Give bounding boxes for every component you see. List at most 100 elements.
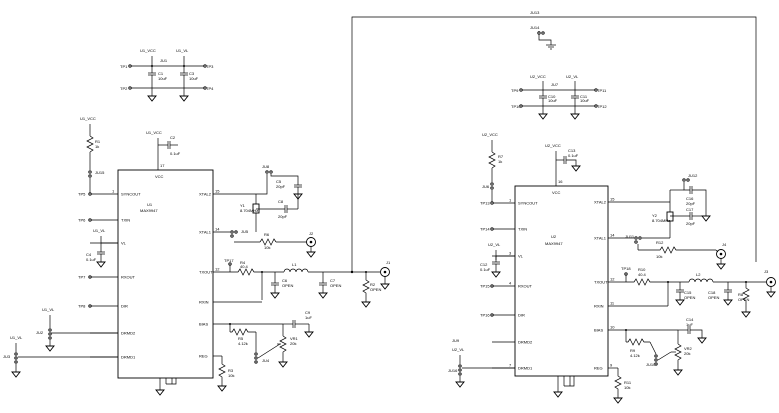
c14-value: 1uF: [686, 322, 693, 327]
u1-pin-syncout: SYNCOUT: [121, 192, 141, 197]
c14-ref: C14: [686, 317, 694, 322]
ju11-label: JU11: [625, 234, 635, 239]
tp11-label: TP11: [597, 88, 607, 93]
tp18-label: TP18: [621, 266, 631, 271]
vr1-ref: VR1: [290, 336, 299, 341]
c4-ref: C4: [86, 252, 92, 257]
u2-vl-c12-label: U2_VL: [488, 242, 501, 247]
u1-pin-num-txout: 12: [215, 267, 220, 272]
u1-vl-ju3-label: U1_VL: [10, 335, 23, 340]
r9-value: 4.12k: [630, 353, 640, 358]
c2-value: 0.1uF: [170, 151, 181, 156]
u2-ic-body: [514, 185, 609, 377]
u2-pin-drmd2: DRMD2: [518, 340, 533, 345]
r12-ref: R12: [656, 240, 664, 245]
c5-ref: C5: [276, 179, 282, 184]
c11-ref: C11: [580, 94, 588, 99]
c13-ref: C13: [568, 148, 576, 153]
u1-vcc-r1-label: U1_VCC: [80, 116, 96, 121]
u1-vl-label: U1_VL: [176, 48, 189, 53]
r10-ref: R10: [638, 267, 646, 272]
c15-value: OPEN: [684, 295, 695, 300]
u2-pin-txout: TXOUT: [594, 280, 608, 285]
tp3-label: TP3: [206, 64, 214, 69]
ju6-label: JU6: [482, 184, 490, 189]
u2-left-pins: SYNCOUT1TP13TXINTP14VL3RXOUT4TP15DIRTP16…: [462, 198, 538, 371]
ju15-label: JU15: [95, 170, 105, 175]
tp17-label: TP17: [224, 258, 234, 263]
r10-value: 40.4: [638, 272, 647, 277]
u1-circuit: U1 MAX9947 VCC 17 U1_VCC C2 0.1uF U1_VCC…: [3, 116, 391, 396]
r11-ref: R11: [624, 380, 632, 385]
u1-vcc-label: U1_VCC: [140, 48, 156, 53]
u1-pin-rxin: RXIN: [199, 300, 209, 305]
u2-tp-dot-0: [490, 201, 494, 205]
tp10-label: TP10: [511, 104, 521, 109]
u2-circuit: U2 MAX9947 VCC 16 U2_VCC C13 0.1uF U2_VC…: [448, 132, 776, 404]
ju14-label: JU14: [530, 25, 540, 30]
c9-ref: C9: [305, 310, 311, 315]
r8-value: OPEN: [738, 297, 749, 302]
c11-value: 10uF: [580, 98, 590, 103]
c7-value: OPEN: [330, 283, 341, 288]
u1-tp-dot-0: [88, 192, 92, 196]
top-interconnect: JU13 JU14: [350, 10, 757, 274]
u1-ref: U1: [147, 202, 153, 207]
u2-pin-num-vl: 3: [509, 251, 512, 256]
c10-ref: C10: [548, 94, 556, 99]
u2-pin-num-drmd1: 7: [509, 363, 512, 368]
y2-value: 8.704MHz: [652, 218, 670, 223]
u1-pin-bias: BIAS: [199, 322, 208, 327]
c17-value: 20pF: [686, 221, 696, 226]
u2-pin-num-xtal1: 14: [610, 233, 615, 238]
c6-ref: C6: [282, 278, 288, 283]
u2-vcc-pin-name: VCC: [552, 190, 561, 195]
u2-pin-rxin: RXIN: [594, 304, 604, 309]
u2-pin-xtal2: XTAL2: [594, 200, 607, 205]
c8-value: 20pF: [278, 214, 288, 219]
r6-value: 10k: [264, 245, 270, 250]
u2-vcc-pin-num: 16: [558, 179, 563, 184]
y2-ref: Y2: [652, 213, 658, 218]
u1-pin-num-xtal2: 15: [215, 189, 220, 194]
c3-value: 10uF: [189, 76, 199, 81]
u1-pin-num-xtal1: 14: [215, 227, 220, 232]
ju3-label: JU3: [3, 354, 11, 359]
r1-value: 1k: [95, 144, 99, 149]
c5-value: 20pF: [276, 184, 286, 189]
j1-label: J1: [386, 260, 391, 265]
u1-pin-reg: REG: [199, 354, 208, 359]
u2-pin-bias: BIAS: [594, 328, 603, 333]
l1-ref: L1: [292, 262, 297, 267]
u2-pin-rxout: RXOUT: [518, 284, 533, 289]
u1-tp-tp6: TP6: [78, 218, 86, 223]
u2-pin-dir: DIR: [518, 313, 525, 318]
u2-part: MAX9947: [545, 241, 563, 246]
u1-vcc-pin-num: 17: [160, 163, 165, 168]
u1-pin-dir: DIR: [121, 304, 128, 309]
ju4-label: JU4: [262, 358, 270, 363]
tp2-label: TP2: [120, 86, 128, 91]
tp1-label: TP1: [120, 64, 128, 69]
r4-ref: R4: [240, 260, 246, 265]
u1-pin-drmd2: DRMD2: [121, 331, 136, 336]
u1-vl-c4-label: U1_VL: [93, 228, 106, 233]
r2-ref: R2: [370, 282, 376, 287]
r7-value: 1k: [498, 159, 502, 164]
u1-supply-block: U1_VCC U1_VL JU1 TP1 TP3 C1 10uF C3 10uF…: [120, 48, 214, 102]
u1-pin-rxout: RXOUT: [121, 275, 136, 280]
u2-vl-ju9-label: U2_VL: [452, 347, 465, 352]
r7-ref: R7: [498, 154, 504, 159]
ju13-label: JU13: [530, 10, 540, 15]
u1-vcc-pin-name: VCC: [155, 174, 164, 179]
u2-tp-tp16: TP16: [480, 313, 490, 318]
c1-ref: C1: [158, 71, 164, 76]
u2-tp-dot-4: [490, 313, 494, 317]
u1-pin-xtal2: XTAL2: [199, 192, 212, 197]
u2-pin-num-txout: 12: [610, 277, 615, 282]
r8-ref: R8: [738, 292, 744, 297]
u2-pin-num-rxin: 11: [610, 301, 615, 306]
c9-value: 1uF: [305, 315, 312, 320]
r4-value: 40.4: [240, 264, 249, 269]
